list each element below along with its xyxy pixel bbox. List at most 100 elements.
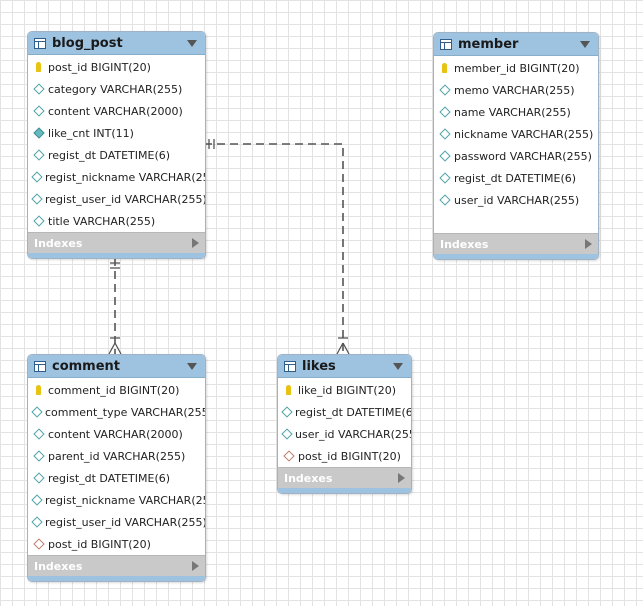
primary-key-icon bbox=[33, 62, 44, 72]
column-row[interactable]: like_cnt INT(11) bbox=[28, 122, 205, 144]
table-spacer bbox=[434, 211, 598, 233]
indexes-label: Indexes bbox=[440, 237, 489, 251]
column-row[interactable]: memo VARCHAR(255) bbox=[434, 79, 598, 101]
column-label: regist_user_id VARCHAR(255) bbox=[45, 515, 206, 529]
column-row[interactable]: user_id VARCHAR(255) bbox=[434, 189, 598, 211]
column-label: comment_id BIGINT(20) bbox=[48, 383, 180, 397]
expand-arrow-icon[interactable] bbox=[585, 239, 592, 249]
column-row[interactable]: nickname VARCHAR(255) bbox=[434, 123, 598, 145]
column-icon bbox=[438, 150, 451, 162]
column-row[interactable]: parent_id VARCHAR(255) bbox=[28, 445, 205, 467]
indexes-section[interactable]: Indexes bbox=[278, 467, 411, 488]
column-icon bbox=[31, 193, 43, 205]
column-icon bbox=[32, 215, 45, 227]
column-label: regist_dt DATETIME(6) bbox=[295, 405, 412, 419]
chevron-down-icon[interactable] bbox=[580, 40, 590, 48]
column-icon bbox=[281, 406, 293, 418]
table-header[interactable]: comment bbox=[28, 355, 205, 378]
chevron-down-icon[interactable] bbox=[187, 362, 197, 370]
column-row[interactable]: post_id BIGINT(20) bbox=[28, 56, 205, 78]
column-row[interactable]: category VARCHAR(255) bbox=[28, 78, 205, 100]
column-row[interactable]: post_id BIGINT(20) bbox=[28, 533, 205, 555]
column-label: title VARCHAR(255) bbox=[48, 214, 156, 228]
column-row[interactable]: comment_id BIGINT(20) bbox=[28, 379, 205, 401]
column-label: regist_dt DATETIME(6) bbox=[48, 148, 171, 162]
not-null-column-icon bbox=[32, 127, 45, 139]
primary-key-icon bbox=[33, 385, 44, 395]
column-label: regist_dt DATETIME(6) bbox=[48, 471, 171, 485]
column-label: regist_dt DATETIME(6) bbox=[454, 171, 577, 185]
column-icon bbox=[438, 172, 451, 184]
column-label: name VARCHAR(255) bbox=[454, 105, 571, 119]
column-label: user_id VARCHAR(255) bbox=[295, 427, 412, 441]
column-icon bbox=[31, 171, 43, 183]
table-name: blog_post bbox=[52, 35, 123, 51]
expand-arrow-icon[interactable] bbox=[192, 238, 199, 248]
column-row[interactable]: regist_user_id VARCHAR(255) bbox=[28, 188, 205, 210]
column-label: member_id BIGINT(20) bbox=[454, 61, 580, 75]
table-footer bbox=[28, 253, 205, 258]
table-icon bbox=[440, 38, 452, 50]
column-label: content VARCHAR(2000) bbox=[48, 427, 183, 441]
table-blog-post[interactable]: blog_post post_id BIGINT(20) category VAR… bbox=[27, 31, 206, 259]
table-likes[interactable]: likes like_id BIGINT(20) regist_dt DATETI… bbox=[277, 354, 412, 494]
foreign-key-icon bbox=[282, 450, 295, 462]
table-comment[interactable]: comment comment_id BIGINT(20) comment_typ… bbox=[27, 354, 206, 582]
table-icon bbox=[34, 37, 46, 49]
indexes-section[interactable]: Indexes bbox=[28, 232, 205, 253]
column-row[interactable]: member_id BIGINT(20) bbox=[434, 57, 598, 79]
column-row[interactable]: content VARCHAR(2000) bbox=[28, 423, 205, 445]
table-header[interactable]: blog_post bbox=[28, 32, 205, 55]
column-icon bbox=[32, 149, 45, 161]
column-icon bbox=[438, 194, 451, 206]
column-label: regist_user_id VARCHAR(255) bbox=[45, 192, 206, 206]
column-row[interactable]: regist_user_id VARCHAR(255) bbox=[28, 511, 205, 533]
indexes-section[interactable]: Indexes bbox=[28, 555, 205, 576]
column-label: memo VARCHAR(255) bbox=[454, 83, 575, 97]
column-row[interactable]: regist_dt DATETIME(6) bbox=[278, 401, 411, 423]
column-row[interactable]: like_id BIGINT(20) bbox=[278, 379, 411, 401]
table-name: member bbox=[458, 36, 519, 52]
column-row[interactable]: regist_dt DATETIME(6) bbox=[28, 467, 205, 489]
indexes-section[interactable]: Indexes bbox=[434, 233, 598, 254]
column-label: regist_nickname VARCHAR(255) bbox=[45, 493, 206, 507]
table-header[interactable]: member bbox=[434, 33, 598, 56]
expand-arrow-icon[interactable] bbox=[398, 473, 405, 483]
column-row[interactable]: post_id BIGINT(20) bbox=[278, 445, 411, 467]
relationship-blog-post-comment[interactable] bbox=[108, 258, 122, 355]
indexes-label: Indexes bbox=[34, 559, 83, 573]
table-member[interactable]: member member_id BIGINT(20) memo VARCHAR(… bbox=[433, 32, 599, 260]
relationship-blog-post-likes[interactable] bbox=[204, 139, 350, 355]
column-row[interactable]: comment_type VARCHAR(255) bbox=[28, 401, 205, 423]
chevron-down-icon[interactable] bbox=[187, 39, 197, 47]
column-row[interactable]: content VARCHAR(2000) bbox=[28, 100, 205, 122]
column-icon bbox=[32, 83, 45, 95]
column-label: comment_type VARCHAR(255) bbox=[45, 405, 206, 419]
column-icon bbox=[31, 494, 43, 506]
column-icon bbox=[32, 428, 45, 440]
column-list: member_id BIGINT(20) memo VARCHAR(255) nam… bbox=[434, 56, 598, 211]
column-row[interactable]: user_id VARCHAR(255) bbox=[278, 423, 411, 445]
chevron-down-icon[interactable] bbox=[393, 362, 403, 370]
column-label: password VARCHAR(255) bbox=[454, 149, 592, 163]
table-name: likes bbox=[302, 358, 336, 374]
column-label: like_id BIGINT(20) bbox=[298, 383, 396, 397]
primary-key-icon bbox=[283, 385, 294, 395]
column-label: post_id BIGINT(20) bbox=[48, 537, 151, 551]
column-row[interactable]: name VARCHAR(255) bbox=[434, 101, 598, 123]
column-row[interactable]: regist_dt DATETIME(6) bbox=[28, 144, 205, 166]
table-header[interactable]: likes bbox=[278, 355, 411, 378]
column-label: regist_nickname VARCHAR(255) bbox=[45, 170, 206, 184]
expand-arrow-icon[interactable] bbox=[192, 561, 199, 571]
column-row[interactable]: regist_nickname VARCHAR(255) bbox=[28, 489, 205, 511]
column-icon bbox=[31, 406, 43, 418]
column-list: like_id BIGINT(20) regist_dt DATETIME(6) u… bbox=[278, 378, 411, 467]
column-row[interactable]: regist_dt DATETIME(6) bbox=[434, 167, 598, 189]
column-label: category VARCHAR(255) bbox=[48, 82, 183, 96]
table-footer bbox=[28, 576, 205, 581]
column-row[interactable]: regist_nickname VARCHAR(255) bbox=[28, 166, 205, 188]
column-row[interactable]: password VARCHAR(255) bbox=[434, 145, 598, 167]
column-row[interactable]: title VARCHAR(255) bbox=[28, 210, 205, 232]
column-list: comment_id BIGINT(20) comment_type VARCHA… bbox=[28, 378, 205, 555]
